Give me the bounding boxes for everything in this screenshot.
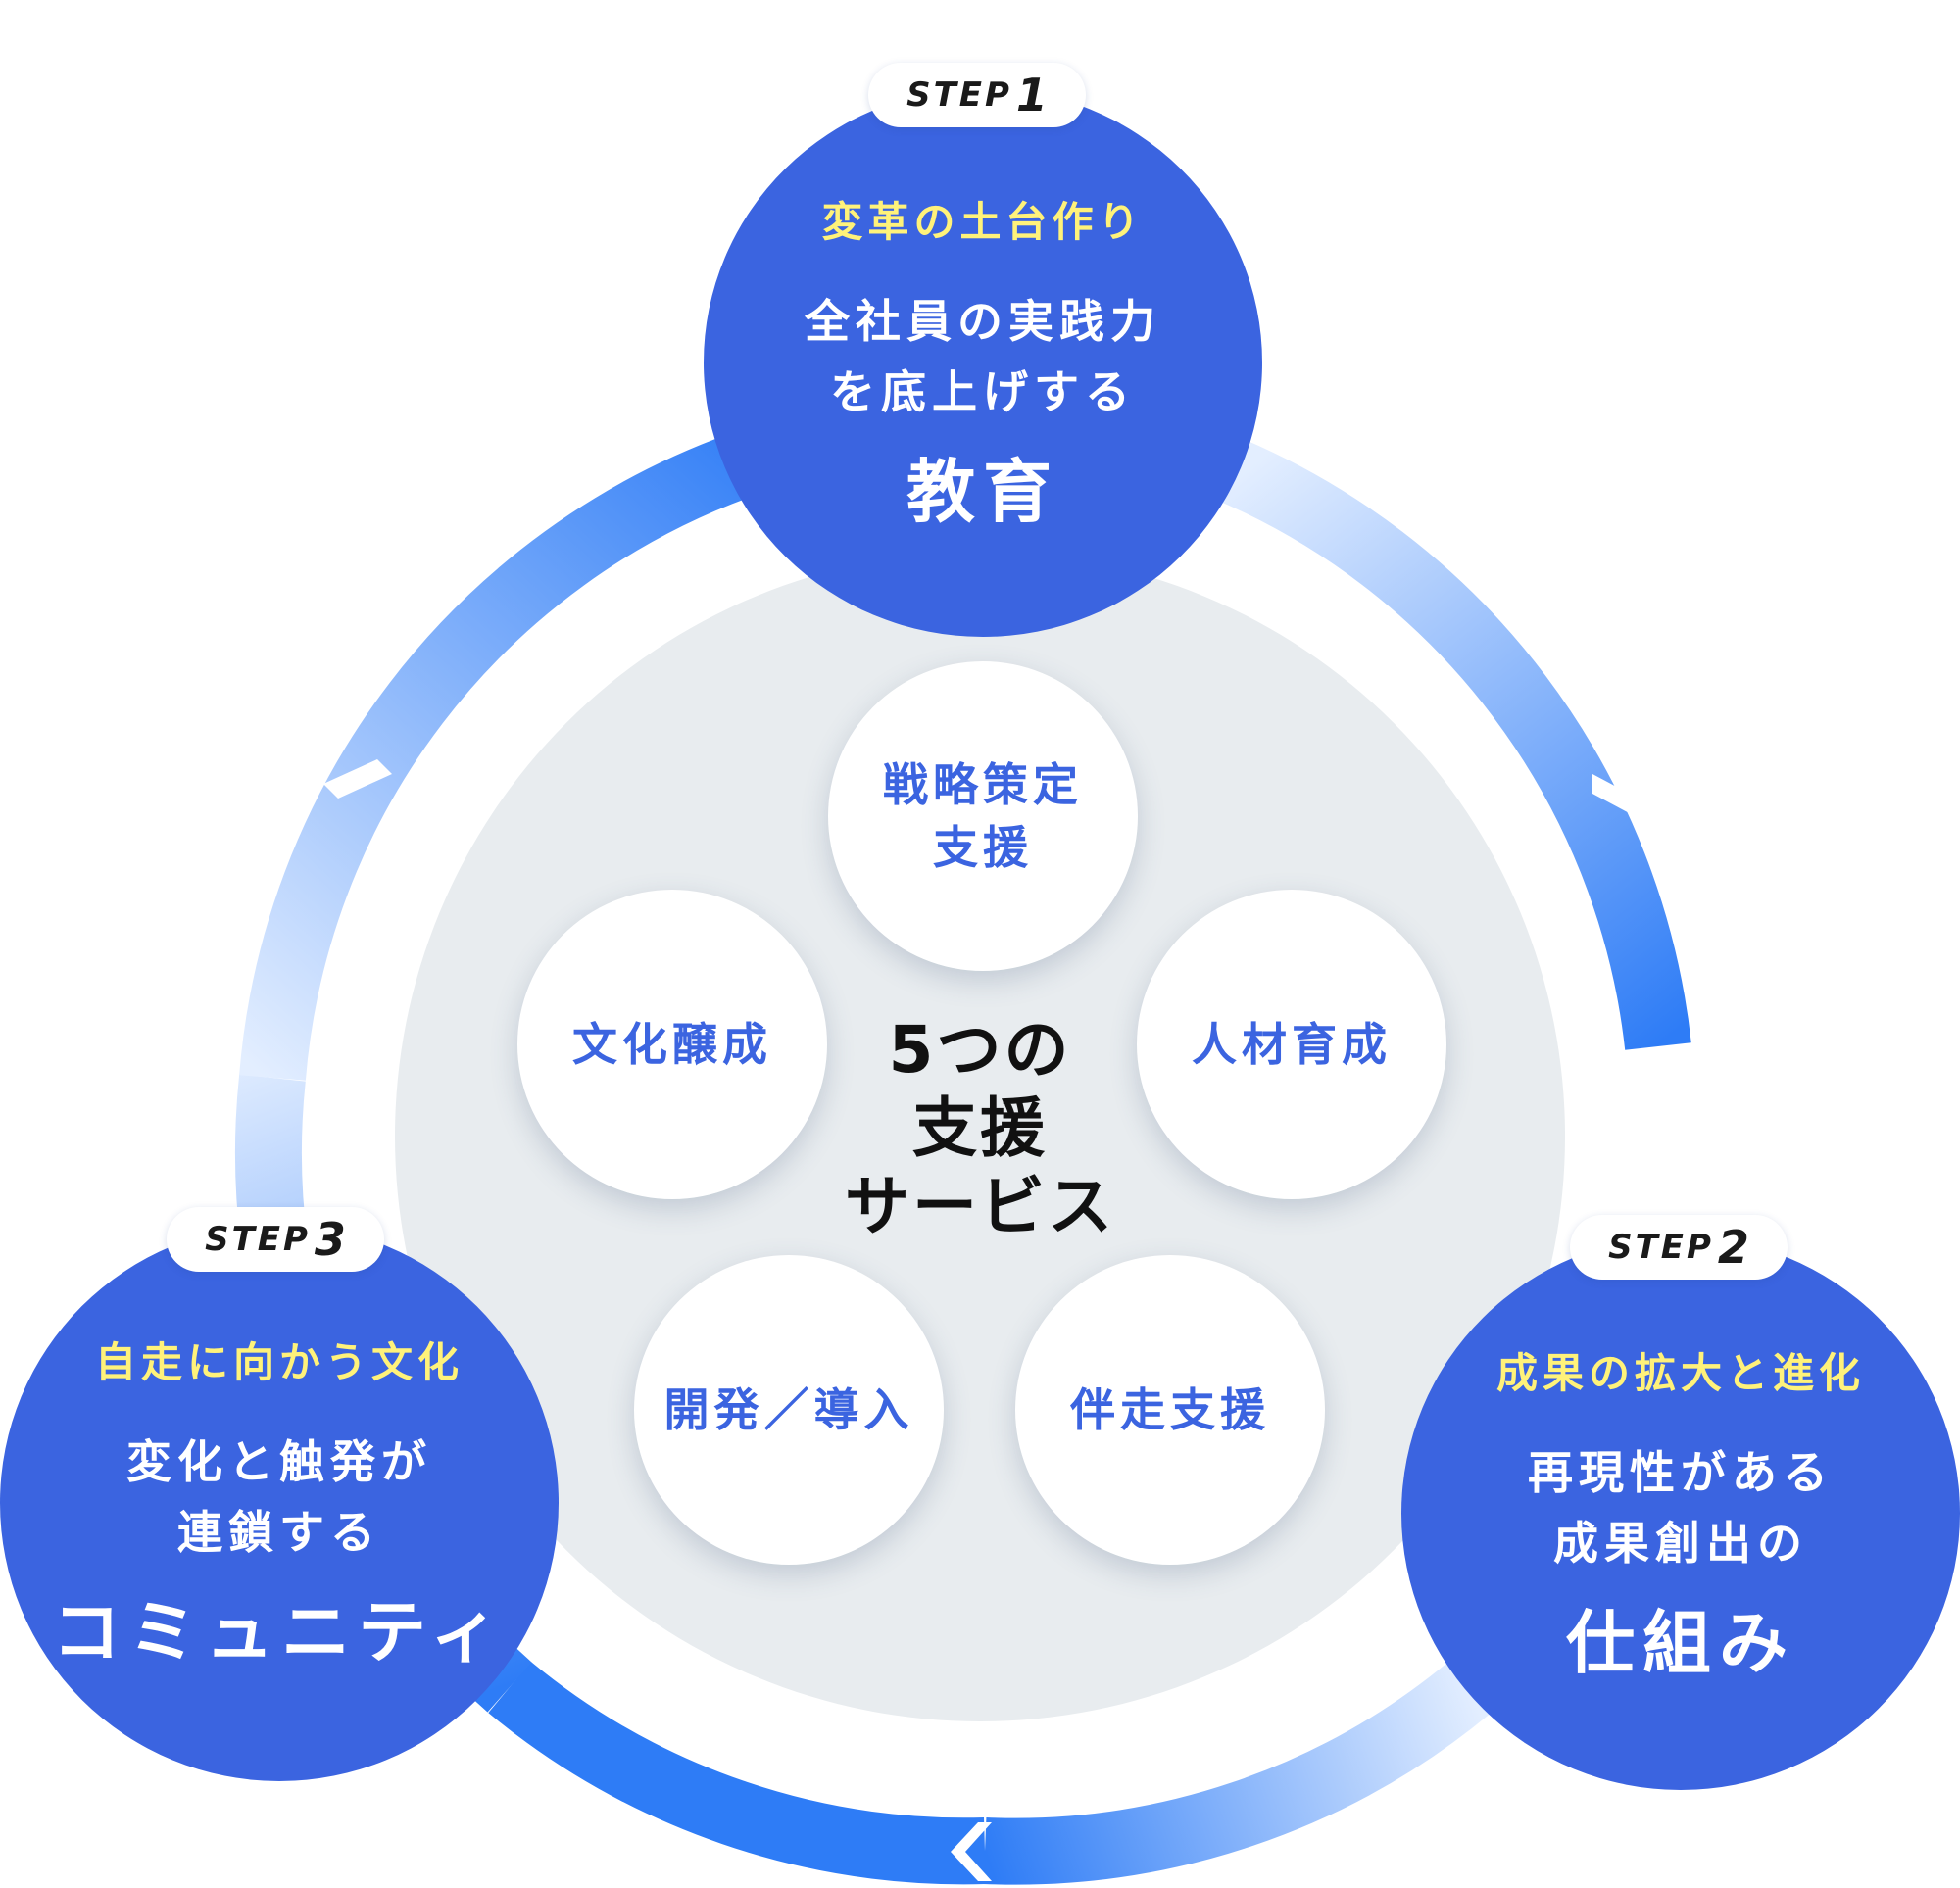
step1-description-line1: 全社員の実践力 bbox=[805, 295, 1161, 348]
step3-badge: STEP 3 bbox=[167, 1207, 384, 1272]
step1-badge: STEP 1 bbox=[868, 63, 1086, 127]
step1-title: 教育 bbox=[906, 452, 1059, 532]
service-talent-development-label: 人材育成 bbox=[1192, 1018, 1392, 1071]
ring-arc-bottom bbox=[488, 1661, 986, 1885]
step3-subtitle: 自走に向かう文化 bbox=[94, 1338, 464, 1386]
service-accompaniment-label: 伴走支援 bbox=[1070, 1383, 1270, 1436]
step3-title: コミュニティ bbox=[52, 1592, 507, 1672]
ring-arc-step2-to-step3 bbox=[983, 1661, 1492, 1885]
step3-badge-number: 3 bbox=[314, 1213, 346, 1266]
step2-subtitle: 成果の拡大と進化 bbox=[1495, 1348, 1865, 1397]
chevron-right-icon bbox=[1592, 774, 1666, 833]
service-culture-label: 文化醸成 bbox=[572, 1018, 772, 1071]
step3-description-line2: 連鎖する bbox=[177, 1506, 381, 1559]
step2-badge-word: STEP bbox=[1608, 1228, 1714, 1267]
step1-description-line2: を底上げする bbox=[830, 365, 1136, 418]
step1-badge-number: 1 bbox=[1015, 69, 1048, 121]
chevron-left-icon bbox=[323, 759, 392, 799]
service-culture: 文化醸成 bbox=[517, 890, 827, 1199]
service-development-implementation-label: 開発／導入 bbox=[663, 1383, 914, 1436]
step2-badge: STEP 2 bbox=[1570, 1215, 1788, 1280]
ring-arc-step3-to-step1 bbox=[239, 434, 752, 1081]
step3-circle: 自走に向かう文化 変化と触発が 連鎖する コミュニティ bbox=[0, 1225, 559, 1781]
step1-subtitle: 変革の土台作り bbox=[821, 198, 1145, 246]
step2-description-line2: 成果創出の bbox=[1553, 1516, 1808, 1570]
step3-description-line1: 変化と触発が bbox=[126, 1435, 432, 1488]
service-development-implementation: 開発／導入 bbox=[634, 1255, 944, 1565]
service-talent-development: 人材育成 bbox=[1137, 890, 1446, 1199]
step3-badge-word: STEP bbox=[205, 1220, 311, 1259]
step2-circle: 成果の拡大と進化 再現性がある 成果創出の 仕組み bbox=[1401, 1236, 1960, 1790]
step2-badge-number: 2 bbox=[1717, 1221, 1749, 1274]
service-accompaniment: 伴走支援 bbox=[1015, 1255, 1325, 1565]
center-title: 5つの 支援 サービス bbox=[845, 1012, 1115, 1244]
step1-circle: 変革の土台作り 全社員の実践力 を底上げする 教育 bbox=[704, 88, 1262, 637]
service-strategy: 戦略策定 支援 bbox=[828, 661, 1138, 971]
ring-arc-step1-to-step2 bbox=[1207, 434, 1691, 1050]
chevron-bottom-icon bbox=[951, 1822, 992, 1881]
step2-description-line1: 再現性がある bbox=[1528, 1445, 1834, 1499]
step1-badge-word: STEP bbox=[906, 75, 1012, 115]
service-strategy-label: 戦略策定 支援 bbox=[883, 758, 1083, 874]
step2-title: 仕組み bbox=[1566, 1602, 1795, 1683]
